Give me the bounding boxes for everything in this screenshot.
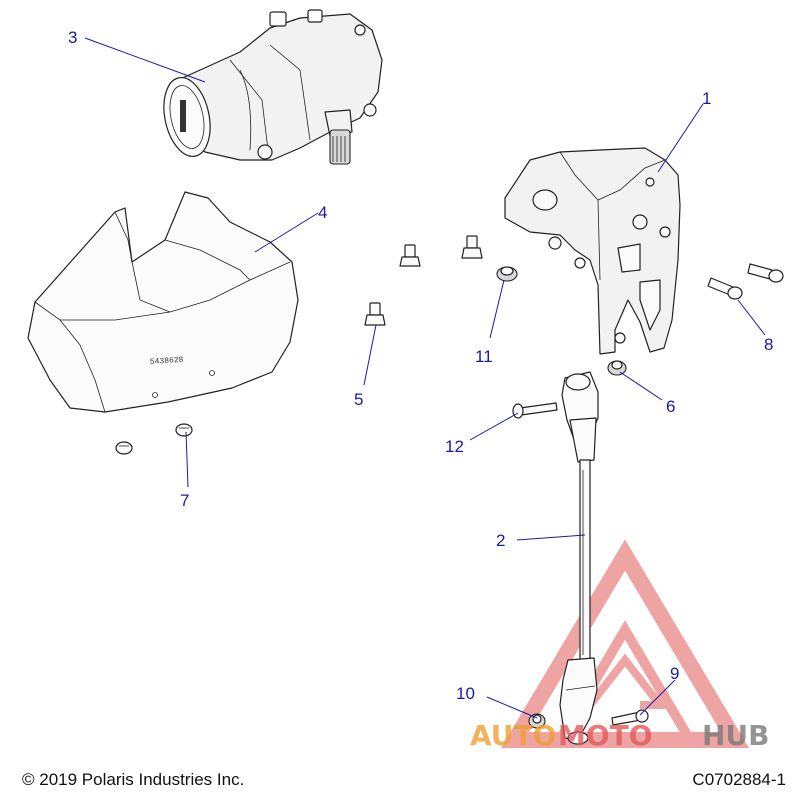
steering-mount-bracket-part [504, 147, 681, 355]
bracket-bolt-part [707, 263, 784, 300]
leader-lines [84, 37, 766, 719]
callout-2: 2 [496, 531, 505, 550]
callout-7: 7 [180, 491, 189, 510]
callout-6: 6 [666, 397, 675, 416]
callout-8: 8 [764, 335, 773, 354]
cover-part-marking: 5438628 [150, 356, 184, 367]
steering-shaft-part [559, 371, 599, 745]
callout-10: 10 [456, 684, 475, 703]
shaft-bolt-part [611, 709, 649, 726]
callout-3: 3 [68, 28, 77, 47]
watermark-text-auto: AUTO [470, 719, 556, 752]
callout-12: 12 [445, 437, 464, 456]
callout-5: 5 [354, 390, 363, 409]
push-clip-part [115, 423, 193, 455]
callout-4: 4 [318, 203, 327, 222]
callout-9: 9 [670, 664, 679, 683]
pinch-bolt-part [512, 402, 558, 419]
watermark-text-hub: HUB [702, 719, 770, 752]
callout-numbers: 1 2 3 4 5 6 7 8 9 10 11 12 [68, 28, 773, 703]
watermark-text-moto: MOTO [558, 719, 653, 752]
steering-cover-part: 5438628 [27, 191, 299, 413]
eps-gearbox-part [163, 9, 383, 165]
drawing-number: C0702884-1 [692, 770, 786, 789]
flange-nut-part [496, 266, 518, 282]
shaft-nut-part [528, 713, 546, 729]
watermark-logo [500, 539, 750, 748]
copyright-text: © 2019 Polaris Industries Inc. [22, 770, 245, 789]
nut-part [607, 360, 627, 376]
watermark-text: AUTO MOTO HUB [470, 719, 770, 752]
callout-11: 11 [475, 347, 493, 366]
bolt-part [364, 235, 483, 326]
callout-1: 1 [702, 89, 711, 108]
